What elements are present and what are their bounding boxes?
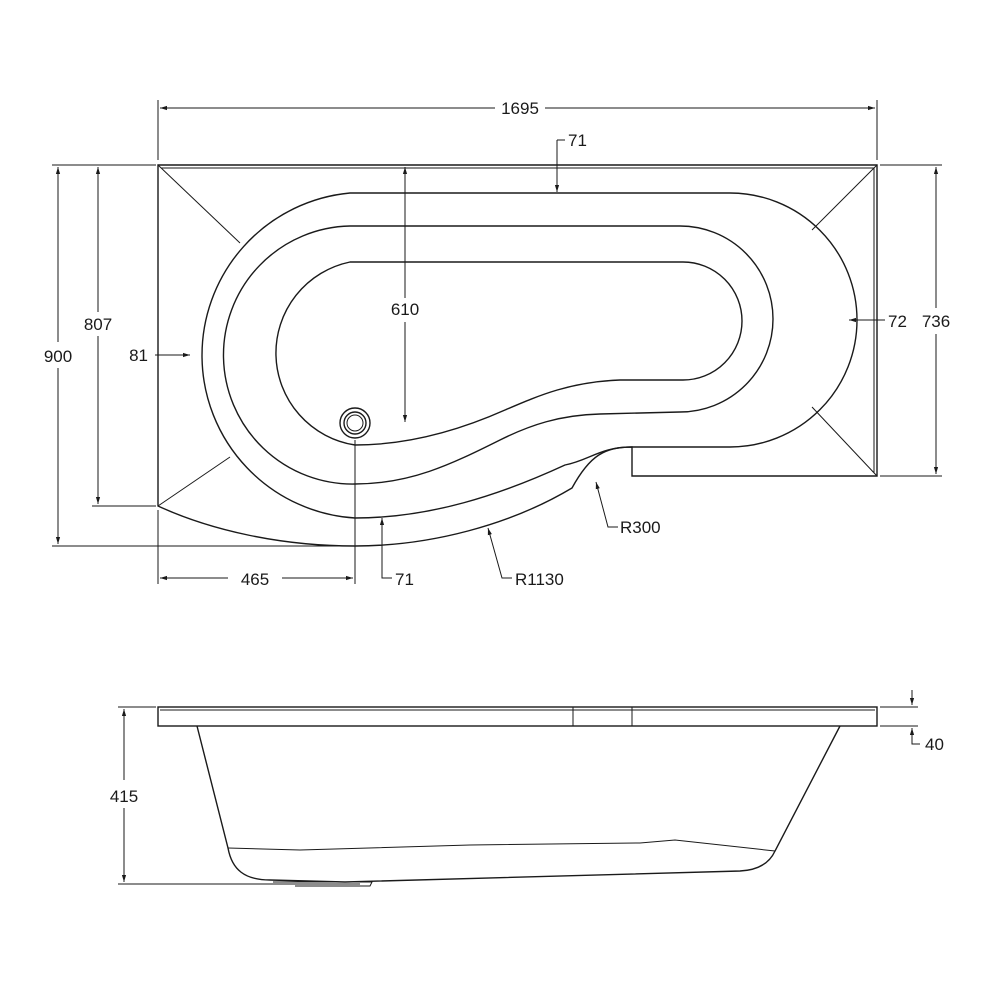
dim-label: 465: [241, 570, 269, 589]
corner-lines: [157, 164, 878, 507]
dim-label: 81: [129, 346, 148, 365]
dim-label: 736: [922, 312, 950, 331]
outer-outline: [157, 164, 878, 547]
dim-label: 415: [110, 787, 138, 806]
dim-label: 71: [395, 570, 414, 589]
dim-overall-width: 900: [44, 164, 355, 547]
dim-label: R1130: [515, 570, 564, 589]
bowl-profile: [196, 725, 841, 883]
dim-left-depth: 807: [84, 167, 156, 507]
bowl-inner-edge: [275, 261, 743, 446]
dim-overall-height: 415: [110, 706, 360, 885]
dim-waste-from-left: 465: [157, 440, 356, 589]
dim-label: 1695: [501, 99, 539, 118]
dim-label: 71: [568, 131, 587, 150]
dim-small-radius: R300: [595, 481, 661, 537]
dim-label: 40: [925, 735, 944, 754]
dim-label: 900: [44, 347, 72, 366]
dim-rim-thickness: 40: [880, 690, 944, 754]
dim-right-depth: 736: [880, 164, 950, 477]
bowl-outer-edge: [222, 225, 774, 485]
dim-overall-length: 1695: [157, 99, 878, 160]
dim-right-rim: 72: [849, 312, 907, 331]
dim-top-rim: 71: [554, 131, 587, 192]
bowl-floor-line: [227, 839, 776, 852]
plan-view: 1695 71 610 900 807 81: [44, 99, 950, 589]
side-view: 415 40: [110, 690, 944, 887]
dim-waste-depth: 610: [391, 167, 419, 422]
dim-label: 807: [84, 315, 112, 334]
dim-large-radius: R1130: [487, 527, 564, 589]
rim-inner-edge: [201, 192, 858, 519]
dim-front-rim: 71: [379, 518, 414, 589]
dim-label: R300: [620, 518, 661, 537]
dim-label: 610: [391, 300, 419, 319]
rim-profile: [157, 706, 878, 727]
dim-left-rim: 81: [129, 346, 190, 365]
waste-drain: [339, 407, 371, 439]
dim-label: 72: [888, 312, 907, 331]
